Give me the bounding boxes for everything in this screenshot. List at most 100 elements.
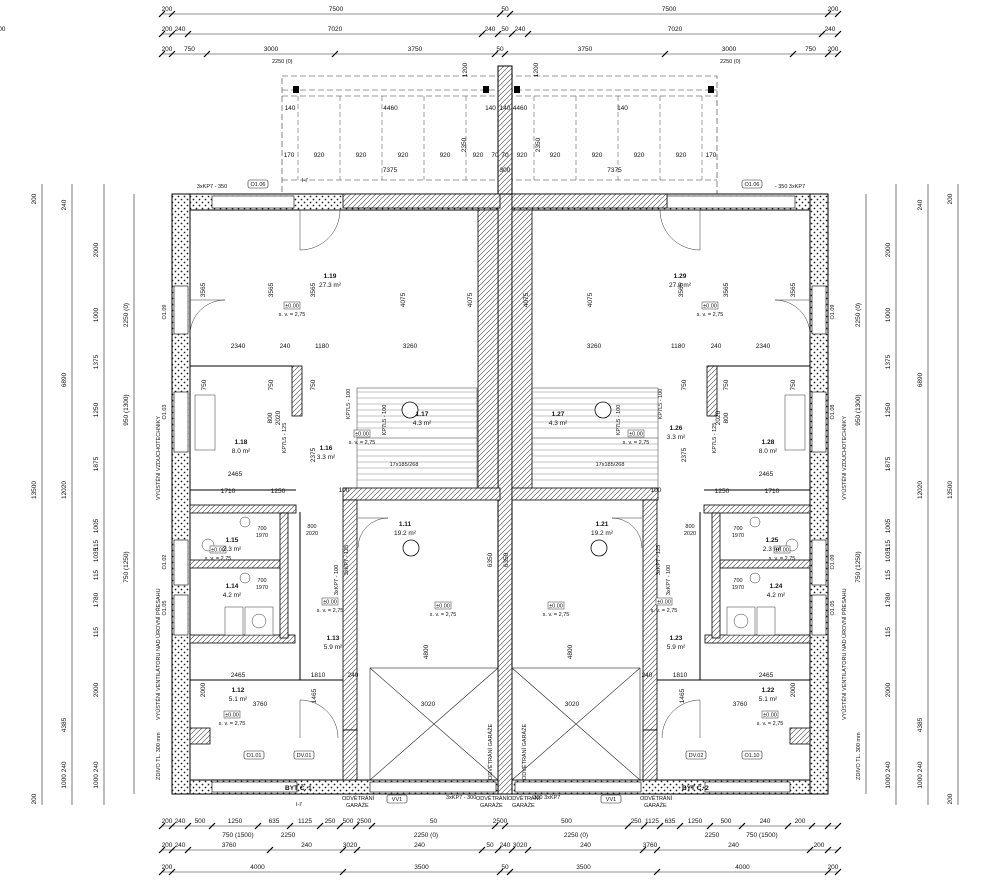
level-tag-box: [353, 429, 371, 438]
top-dim-tick: [501, 50, 509, 58]
room-area: 3.3 m²: [317, 454, 336, 461]
top-dim-tick: [818, 30, 826, 38]
window-tag-right: O1.09: [830, 555, 836, 570]
inner-dim-h: 240: [280, 343, 291, 350]
inner-dim-v: 4075: [587, 292, 594, 307]
window-tag-right: O1.08: [830, 405, 836, 420]
bottom-dim-tick: [352, 822, 360, 830]
bottom-dim-tick: [656, 822, 664, 830]
room-area: 19.2 m²: [591, 530, 614, 537]
inner-dim-v: 4075: [523, 292, 530, 307]
inner-dim-v: 6350: [503, 552, 510, 567]
element-tag-bottom-box: [386, 794, 408, 804]
inner-dim-h: 1180: [315, 343, 329, 350]
right-dim-c3: 2000: [885, 682, 892, 697]
left-dim-c3: 2000: [93, 682, 100, 697]
canopy-dim-label: 170: [284, 152, 295, 159]
bottom-dim-label: 200: [828, 864, 839, 871]
top-dim-tick: [158, 50, 166, 58]
top-dim-label: 7500: [329, 6, 344, 13]
top-dim-tick: [824, 50, 832, 58]
room-number: 1.11: [399, 521, 412, 528]
level-tag: ±0.00: [549, 604, 563, 610]
bottom-dim-tick: [706, 822, 714, 830]
bottom-dim-label: 240: [175, 818, 186, 825]
bottom-dim-label: 2250 (0): [564, 832, 588, 839]
canopy-dim-label: 140: [285, 105, 296, 112]
room-area: 5.1 m²: [759, 696, 778, 703]
room-area: 2.3 m²: [763, 546, 782, 553]
element-tag-bottom: VV1: [392, 797, 402, 803]
bottom-dim-label: 200: [162, 842, 173, 849]
inner-dim-h: 3760: [253, 701, 268, 708]
left-dim-c3: 115: [93, 569, 100, 580]
inner-dim-v: 2375: [681, 447, 688, 462]
bottom-dim-label: 50: [501, 864, 509, 871]
inner-dim-h: 2340: [756, 343, 771, 350]
canopy-structure: [281, 65, 718, 197]
inner-dim-h: 2465: [228, 471, 243, 478]
bottom-dim-tick: [168, 846, 176, 854]
fixtures: [194, 394, 806, 636]
canopy-dim-label: 920: [440, 152, 451, 159]
bottom-dim-label: 240: [301, 842, 312, 849]
room-number: 1.26: [670, 425, 683, 432]
bottom-dim-tick: [824, 846, 832, 854]
inner-dim-h: 240: [642, 672, 653, 679]
top-dim-label: 240: [175, 26, 186, 33]
sill-note-right: ZDIVO TL. 300 mm: [856, 732, 862, 780]
canopy-dim-label: 920: [550, 152, 561, 159]
bottom-dim-tick: [834, 868, 842, 876]
garage-vent-label-8: GARÁŽE: [644, 801, 667, 809]
inner-dim-v: 4075: [400, 292, 407, 307]
right-dim-c1: 13500: [947, 481, 954, 499]
stair-right: [531, 387, 659, 489]
clear-height-tag: s. v. = 2,75: [651, 608, 678, 614]
right-dim-c3: 2000: [885, 242, 892, 257]
bottom-dim-tick: [653, 868, 661, 876]
inner-dim-v: 800: [267, 412, 274, 423]
door-dim: 700: [257, 526, 266, 532]
top-dim-label: 7020: [668, 26, 683, 33]
unit-label-left: BYT Č. 1: [285, 783, 312, 792]
level-tag-box: [209, 545, 227, 554]
bottom-dim-tick: [158, 868, 166, 876]
level-tag: ±0.00: [225, 713, 239, 719]
left-dim-c4: 950 (1300): [123, 394, 130, 425]
lintel-tag: KP7L5 - 100: [616, 405, 622, 436]
sill-note-left: ZDIVO TL. 300 mm: [156, 732, 162, 780]
right-dim-c3: 115: [885, 569, 892, 580]
left-dim-c1: 13500: [31, 481, 38, 499]
bottom-dim-label: 240: [760, 818, 771, 825]
bottom-dim-label: 3500: [576, 864, 591, 871]
bottom-dim-tick: [368, 822, 376, 830]
element-tag-bottom-box: [243, 750, 265, 760]
right-dim-c2: 240: [917, 199, 924, 210]
element-tag-bottom: VV1: [606, 797, 616, 803]
bottom-dim-label: 200: [162, 818, 173, 825]
lintel-tag: 3xKP7 - 100: [666, 565, 672, 595]
bottom-dim-label: 750 (1500): [222, 832, 253, 839]
bottom-center-note-left: 3xKP7 - 300: [446, 795, 476, 801]
canopy-dim-label: 920: [634, 152, 645, 159]
element-tag-bottom-box: [600, 794, 622, 804]
bottom-dim-label: 50: [486, 842, 494, 849]
left-dimensions: [41, 184, 135, 805]
inner-dim-h: 3020: [565, 701, 580, 708]
level-tag: ±0.00: [436, 604, 450, 610]
canopy-dim-label: 920: [592, 152, 603, 159]
level-tag-box: [223, 710, 241, 719]
inner-dim-v: 1465: [679, 688, 686, 703]
level-tag: ±0.00: [285, 304, 299, 310]
top-dim-tick: [331, 50, 339, 58]
side-note-left-2: VYÚSTĚNÍ VENTILÁTORU NAD ÚROVNÍ PŘESAHU: [154, 588, 162, 720]
garage-vent-label-4: GARÁŽE: [480, 801, 503, 809]
stair-kp-label: KP7L5 - 100: [346, 389, 352, 420]
inner-dim-h: 240: [711, 343, 722, 350]
inner-dim-h: 3260: [587, 343, 602, 350]
bottom-dim-tick: [501, 822, 509, 830]
window-tag-right: O1.09: [830, 305, 836, 320]
window-tag-left: O1.02: [162, 555, 168, 570]
bottom-dim-tick: [168, 822, 176, 830]
room-number: 1.25: [766, 537, 779, 544]
